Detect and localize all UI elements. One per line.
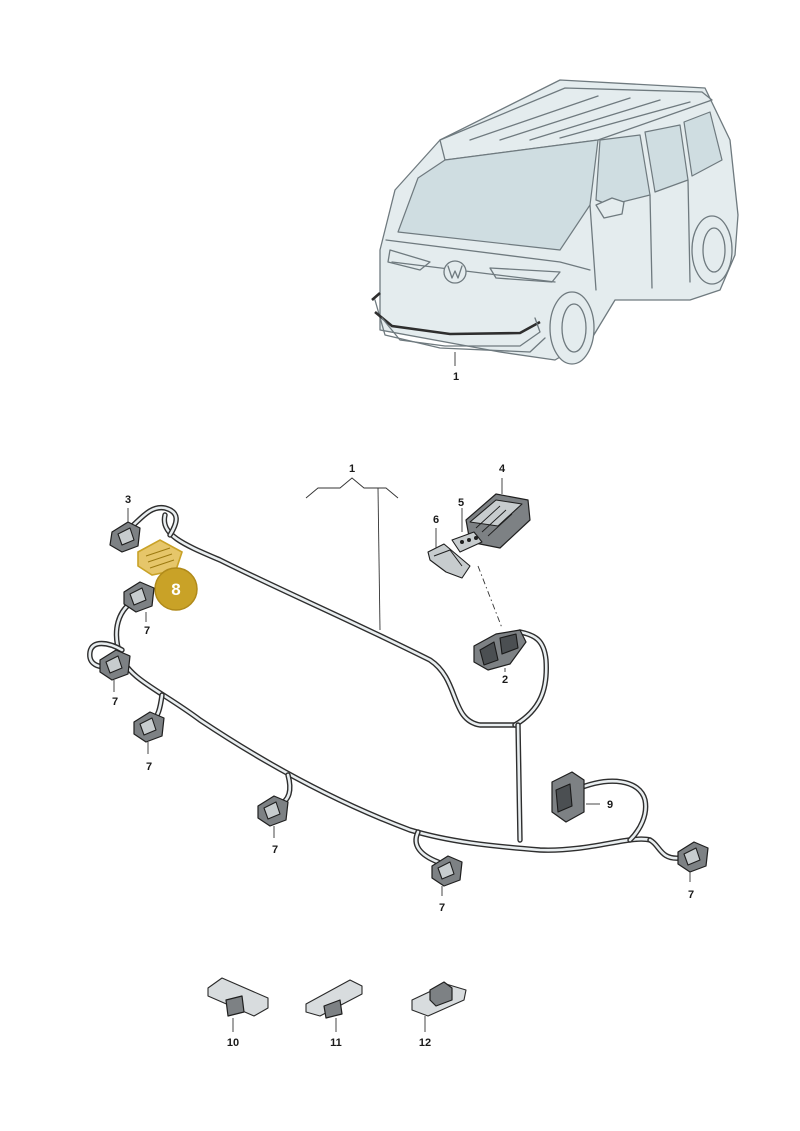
vehicle-sensor-harness bbox=[371, 292, 541, 336]
callout-7-c: 7 bbox=[146, 761, 152, 773]
vehicle-grille bbox=[381, 317, 541, 347]
callout-9: 9 bbox=[607, 799, 613, 811]
vehicle-front-rim bbox=[561, 303, 587, 353]
bracket-1-harness bbox=[305, 477, 399, 499]
vehicle-headlight-right bbox=[489, 267, 561, 283]
connector-7-lower bbox=[431, 855, 463, 896]
callout-5: 5 bbox=[458, 497, 464, 509]
vehicle-side-window-rear bbox=[683, 111, 723, 177]
callout-10: 10 bbox=[227, 1037, 239, 1049]
callout-2: 2 bbox=[502, 674, 508, 686]
callout-1-harness: 1 bbox=[349, 463, 355, 475]
vehicle-side-window-front bbox=[595, 134, 651, 206]
callout-6: 6 bbox=[433, 514, 439, 526]
part-6 bbox=[427, 528, 471, 579]
vehicle-mirror bbox=[595, 197, 625, 219]
callout-7-d: 7 bbox=[272, 844, 278, 856]
callout-7-a: 7 bbox=[144, 625, 150, 637]
callout-4: 4 bbox=[499, 463, 506, 475]
part-11 bbox=[305, 979, 363, 1032]
part-8-highlight bbox=[137, 539, 198, 611]
callout-11: 11 bbox=[330, 1037, 342, 1049]
alignment-line-5-2 bbox=[477, 565, 503, 629]
callout-12: 12 bbox=[419, 1037, 431, 1049]
vehicle-rear-rim bbox=[702, 227, 726, 273]
badge-8-label: 8 bbox=[171, 580, 180, 599]
badge-8[interactable] bbox=[154, 567, 198, 611]
vehicle-roof-lines bbox=[469, 95, 691, 141]
connector-7-mid-left bbox=[133, 711, 165, 754]
vehicle-front-wheel bbox=[549, 291, 595, 365]
part-5 bbox=[451, 508, 483, 553]
vehicle-headlight-left bbox=[387, 249, 431, 271]
wiring-harness bbox=[87, 504, 683, 865]
connector-7-right bbox=[677, 841, 709, 882]
callout-1-vehicle: 1 bbox=[453, 371, 459, 383]
leader-line-1-harness bbox=[377, 487, 381, 631]
connector-3 bbox=[109, 508, 141, 553]
vehicle-rear-wheel bbox=[691, 215, 733, 285]
vehicle-front-face bbox=[385, 239, 591, 283]
part-10 bbox=[207, 977, 269, 1032]
connector-7-left bbox=[99, 649, 131, 692]
vehicle-emblem-mark bbox=[447, 265, 463, 279]
connector-7-center bbox=[257, 795, 289, 838]
connector-2 bbox=[473, 629, 527, 672]
connector-9 bbox=[551, 771, 600, 823]
part-4 bbox=[465, 478, 531, 549]
callout-7-b: 7 bbox=[112, 696, 118, 708]
vehicle-bumper bbox=[374, 299, 546, 353]
connector-7-top-left bbox=[123, 581, 155, 622]
callout-7-e: 7 bbox=[439, 902, 445, 914]
vehicle-door-lines bbox=[589, 179, 691, 291]
vehicle-windshield bbox=[397, 139, 599, 251]
part-12 bbox=[411, 981, 467, 1032]
callout-7-f: 7 bbox=[688, 889, 694, 901]
callout-3: 3 bbox=[125, 494, 131, 506]
vehicle-illustration bbox=[371, 79, 739, 366]
